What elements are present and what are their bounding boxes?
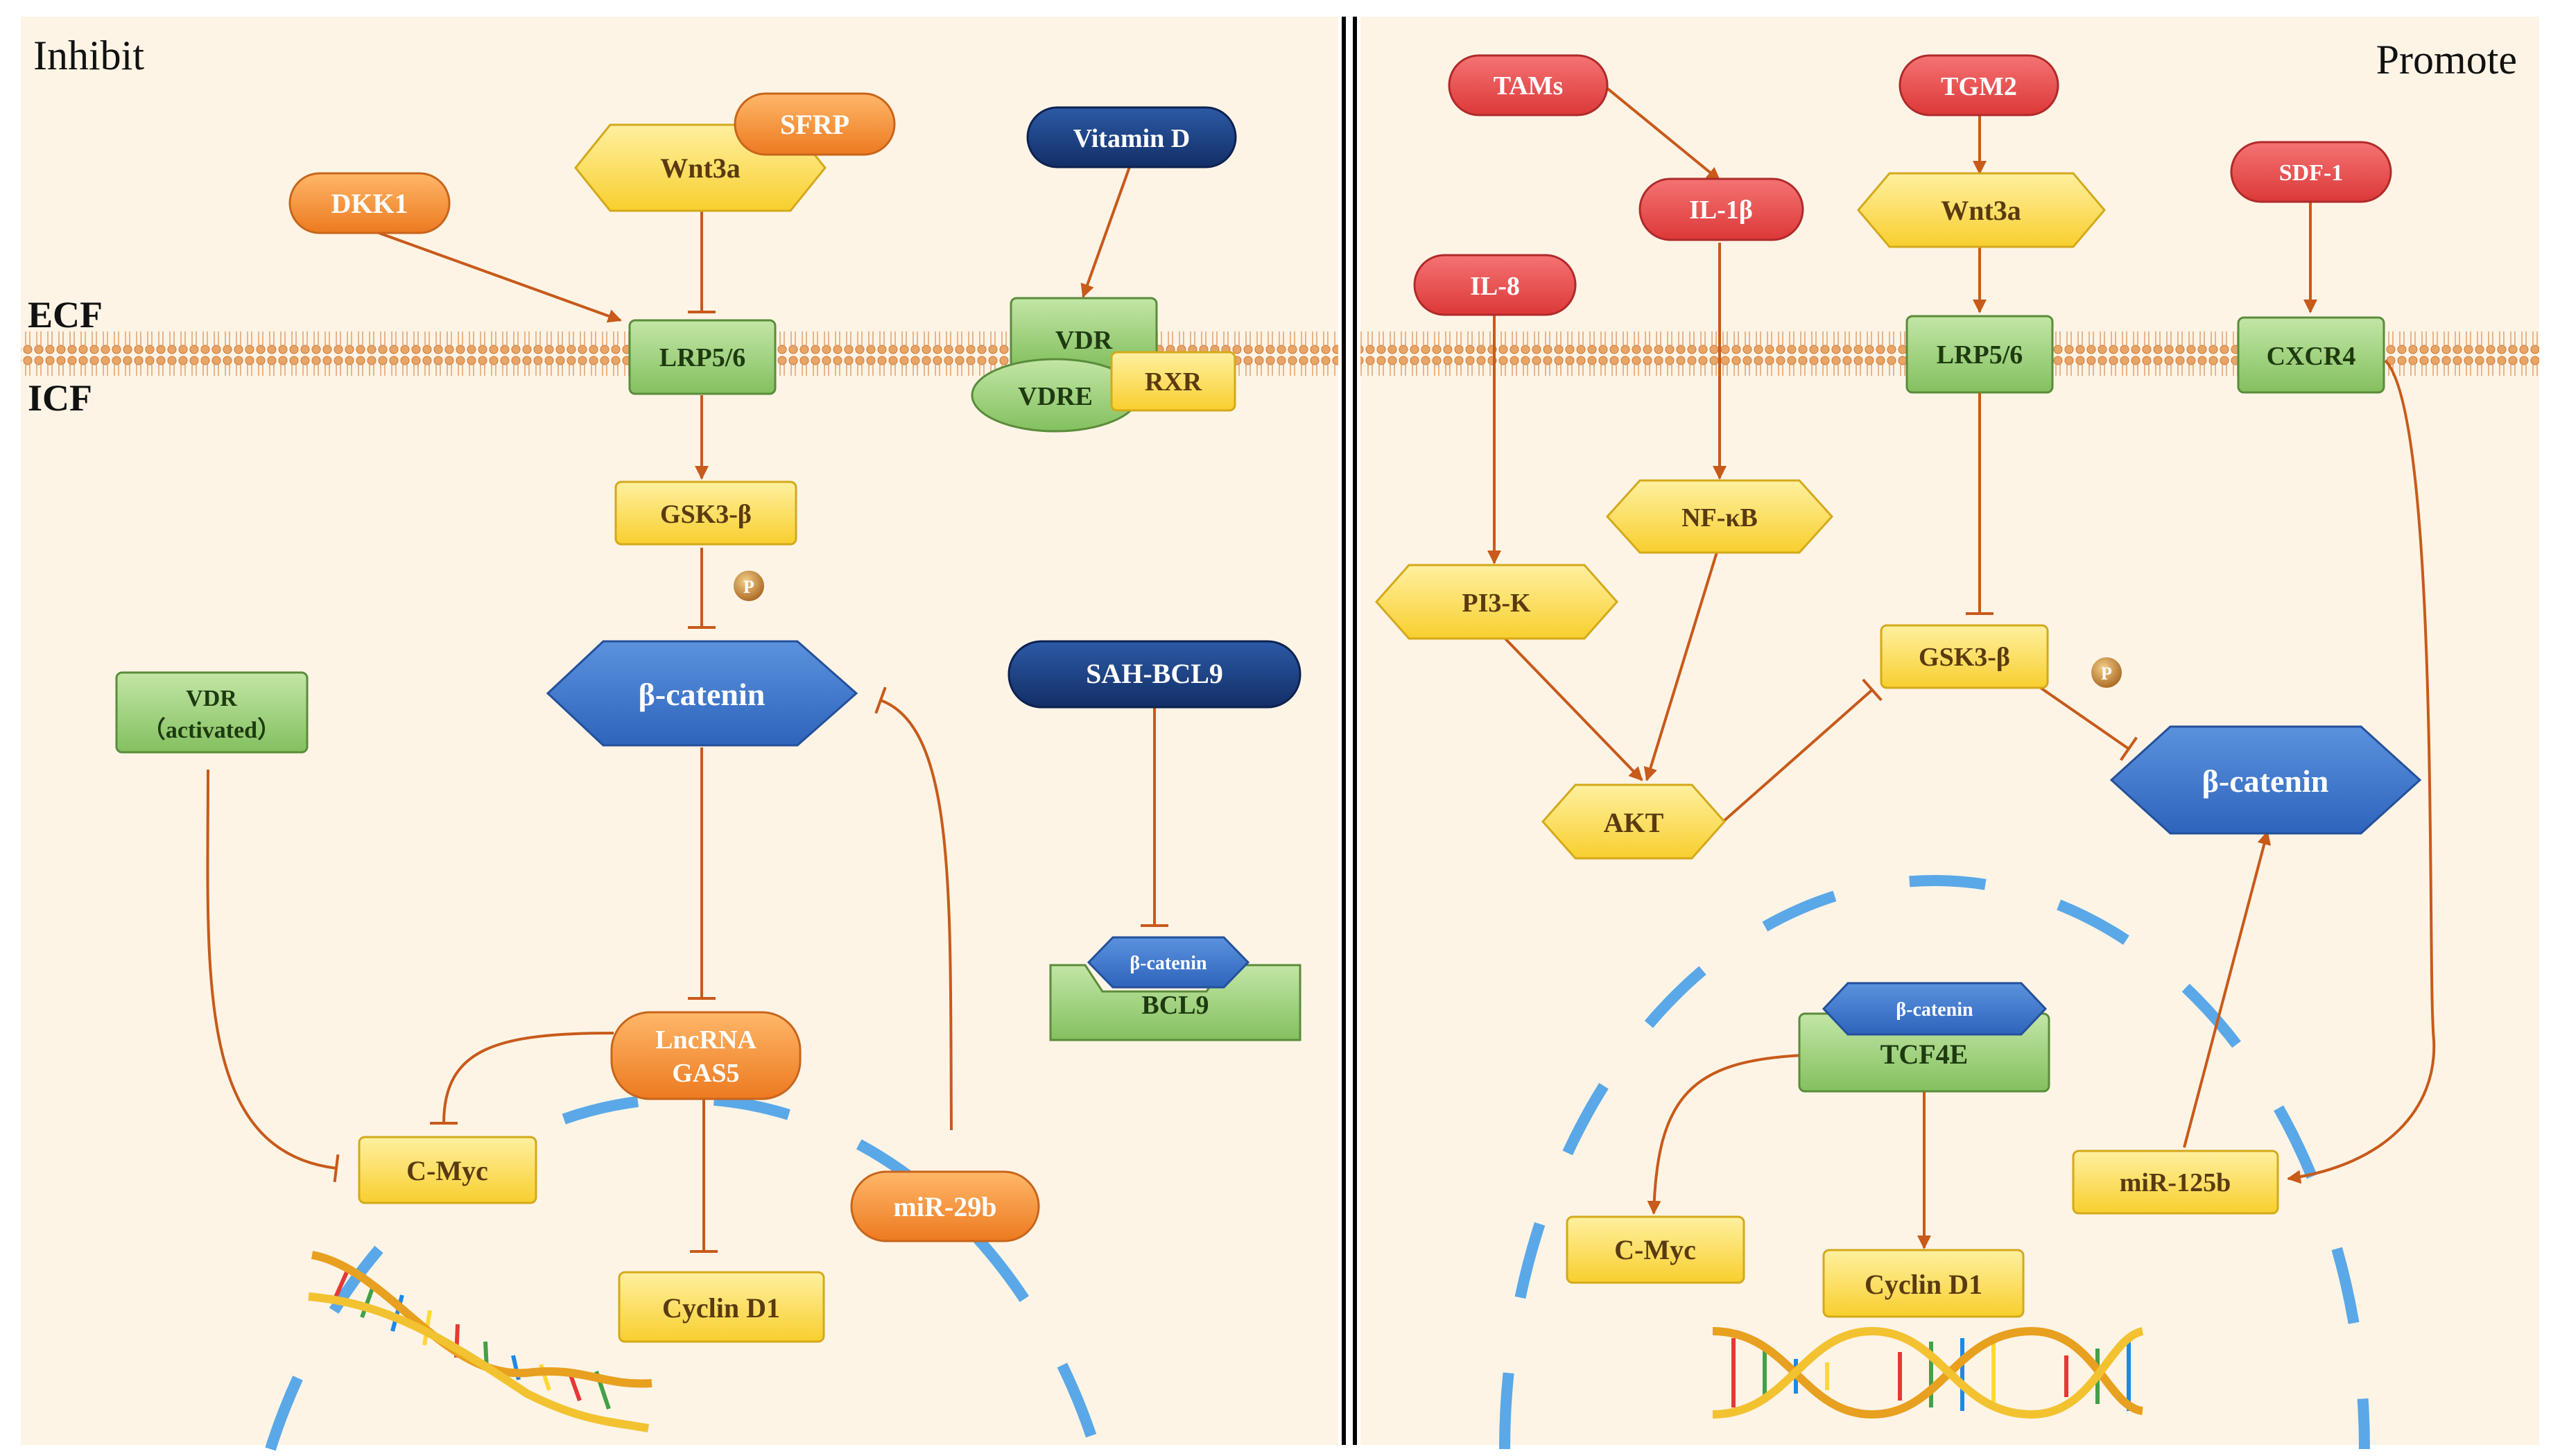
vitamin-d-label: Vitamin D xyxy=(1073,124,1191,153)
sfrp-node[interactable]: SFRP xyxy=(734,92,896,156)
vitamin-d-node[interactable]: Vitamin D xyxy=(1026,106,1237,168)
promote-label: Promote xyxy=(2376,37,2517,83)
bcl9-complex[interactable]: BCL9 β-catenin xyxy=(1049,936,1301,1041)
cmyc-label-left: C-Myc xyxy=(406,1155,488,1186)
tams-il1b-link xyxy=(1604,85,1721,182)
lncrna-label-1: LncRNA xyxy=(655,1025,756,1055)
gsk3b-label-left: GSK3-β xyxy=(660,500,752,529)
pi3k-label: PI3-K xyxy=(1462,589,1531,618)
vdr-activated-node[interactable]: VDR （activated） xyxy=(115,671,309,754)
pi3k-akt-link xyxy=(1498,631,1643,781)
sah-bcl9-node[interactable]: SAH-BCL9 xyxy=(1007,640,1301,709)
dkk1-label: DKK1 xyxy=(331,188,408,219)
il8-node[interactable]: IL-8 xyxy=(1413,254,1577,316)
ecf-label: ECF xyxy=(28,294,103,336)
wnt3a-node-right[interactable]: Wnt3a xyxy=(1857,172,2106,248)
rxr-receptor[interactable] xyxy=(1110,351,1236,412)
gsk3b-label-right: GSK3-β xyxy=(1919,643,2010,672)
mir29b-node[interactable]: miR-29b xyxy=(850,1170,1040,1242)
icf-label: ICF xyxy=(28,377,92,419)
lrp56-label-right: LRP5/6 xyxy=(1937,340,2023,370)
il1b-label: IL-1β xyxy=(1689,196,1753,225)
sah-bcl9-label: SAH-BCL9 xyxy=(1086,658,1223,689)
cxcr4-label: CXCR4 xyxy=(2267,342,2356,371)
bcl9-catenin-badge xyxy=(1087,936,1250,989)
nfkb-label: NF-κB xyxy=(1681,503,1758,532)
cmyc-node-right[interactable]: C-Myc xyxy=(1566,1215,1745,1284)
tgm2-node[interactable]: TGM2 xyxy=(1899,54,2059,116)
mir125b-label: miR-125b xyxy=(2120,1168,2231,1197)
rxr-label: RXR xyxy=(1145,367,1202,397)
pi3k-node[interactable]: PI3-K xyxy=(1374,564,1619,640)
beta-catenin-node-left[interactable]: β-catenin xyxy=(546,640,858,747)
cmyc-label-right: C-Myc xyxy=(1614,1234,1696,1265)
phospho-label-left: P xyxy=(743,577,754,597)
beta-catenin-node-right[interactable]: β-catenin xyxy=(2109,725,2422,835)
cxcr4-mir125b-link xyxy=(2287,359,2436,1184)
dna-helix-right xyxy=(1712,1326,2144,1419)
mir29b-inhibit-catenin-link xyxy=(874,686,953,1131)
vdr-inhibit-cmyc-link xyxy=(206,769,340,1183)
dkk1-node[interactable]: DKK1 xyxy=(288,172,451,234)
inhibit-label: Inhibit xyxy=(33,33,144,78)
mir125b-node[interactable]: miR-125b xyxy=(2072,1150,2279,1215)
cyclin-d1-node-left[interactable]: Cyclin D1 xyxy=(618,1271,825,1343)
il8-label: IL-8 xyxy=(1470,272,1520,301)
tams-node[interactable]: TAMs xyxy=(1448,54,1609,116)
tcf-catenin-badge xyxy=(1822,982,2048,1036)
vdr-activated-label-1: VDR xyxy=(186,686,237,711)
vdr-label: VDR xyxy=(1055,326,1113,355)
lrp56-node-left[interactable]: LRP5/6 xyxy=(628,319,777,395)
tcf4e-label: TCF4E xyxy=(1880,1039,1969,1070)
sdf1-node[interactable]: SDF-1 xyxy=(2230,141,2392,203)
tcf4e-complex[interactable]: TCF4E β-catenin xyxy=(1798,982,2050,1093)
cyclin-d1-node-right[interactable]: Cyclin D1 xyxy=(1822,1249,2025,1318)
tgm2-label: TGM2 xyxy=(1941,72,2017,101)
bcl9-catenin-label: β-catenin xyxy=(1130,953,1207,974)
cmyc-node-left[interactable]: C-Myc xyxy=(358,1136,537,1204)
vitd-vdr-link xyxy=(1080,164,1132,298)
vdr-activated-label-2: （activated） xyxy=(142,716,281,743)
sfrp-label: SFRP xyxy=(780,109,849,140)
vdre-label: VDRE xyxy=(1018,382,1093,411)
lncrna-inhibit-cmyc-link xyxy=(429,1032,614,1125)
gsk3b-node-left[interactable]: GSK3-β xyxy=(614,480,797,546)
il1b-node[interactable]: IL-1β xyxy=(1638,177,1804,241)
lncrna-gas5-node[interactable]: LncRNA GAS5 xyxy=(610,1011,802,1100)
akt-inhibit-gsk-link xyxy=(1722,678,1883,823)
gsk3b-node-right[interactable]: GSK3-β xyxy=(1880,624,2049,689)
akt-node[interactable]: AKT xyxy=(1541,783,1727,860)
tams-label: TAMs xyxy=(1494,71,1564,101)
beta-catenin-label-left: β-catenin xyxy=(639,677,766,712)
lncrna-label-2: GAS5 xyxy=(672,1059,739,1088)
wnt3a-label-left: Wnt3a xyxy=(660,153,741,184)
lrp56-node-right[interactable]: LRP5/6 xyxy=(1905,315,2054,394)
tcf-catenin-label: β-catenin xyxy=(1896,999,1973,1021)
lrp56-label-left: LRP5/6 xyxy=(659,343,746,372)
mir29b-label: miR-29b xyxy=(894,1191,997,1222)
beta-catenin-label-right: β-catenin xyxy=(2202,763,2329,799)
cxcr4-node[interactable]: CXCR4 xyxy=(2237,316,2385,394)
cyclin-d1-label-right: Cyclin D1 xyxy=(1865,1269,1982,1300)
tcf4e-cmyc-link xyxy=(1647,1054,1804,1215)
phospho-label-right: P xyxy=(2101,664,2112,684)
mir125b-catenin-link xyxy=(2183,831,2272,1148)
dkk1-lrp-link xyxy=(367,227,622,323)
wnt3a-label-right: Wnt3a xyxy=(1941,195,2021,226)
phospho-badge-left: P xyxy=(734,571,764,601)
bcl9-label: BCL9 xyxy=(1141,991,1209,1020)
cyclin-d1-label-left: Cyclin D1 xyxy=(662,1292,780,1324)
sdf1-label: SDF-1 xyxy=(2279,160,2344,186)
nfkb-node[interactable]: NF-κB xyxy=(1605,479,1834,554)
nfkb-akt-link xyxy=(1643,547,1720,781)
dna-helix-left xyxy=(308,1251,652,1432)
phospho-badge-right: P xyxy=(2091,657,2122,688)
akt-label: AKT xyxy=(1604,807,1664,838)
vdr-complex[interactable]: VDR VDRE RXR xyxy=(971,297,1236,433)
gsk-inhibit-catenin-link-right xyxy=(2037,685,2138,761)
